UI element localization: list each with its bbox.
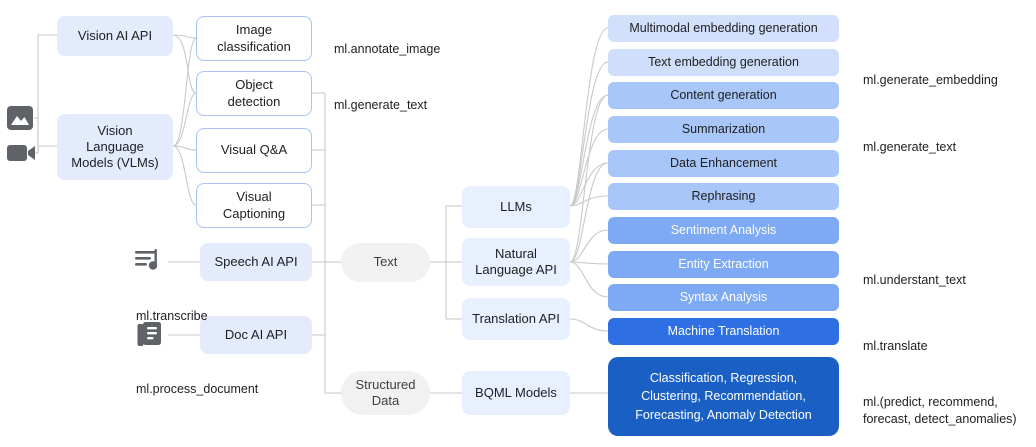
capability-summarization[interactable]: Summarization — [608, 116, 839, 143]
annotation-translate: ml.translate — [863, 320, 928, 355]
capability-multimodal-embedding-generation[interactable]: Multimodal embedding generation — [608, 15, 839, 42]
node-llms[interactable]: LLMs — [462, 186, 570, 228]
node-label: Translation API — [472, 310, 560, 326]
node-label: Natural Language API — [475, 245, 557, 277]
capability-label: Summarization — [681, 121, 766, 136]
capability-label: Syntax Analysis — [679, 289, 768, 304]
pill-structured-data[interactable]: Structured Data — [341, 371, 430, 415]
node-label: Vision Language Models (VLMs) — [71, 122, 159, 171]
annotation-annotate-image: ml.annotate_image — [334, 23, 440, 58]
node-label: Speech AI API — [214, 253, 298, 269]
node-image-classification[interactable]: Image classification — [196, 16, 312, 61]
node-label: LLMs — [500, 198, 532, 214]
image-icon — [6, 105, 34, 136]
node-label: Vision AI API — [77, 27, 153, 43]
annotation-generate-text-left: ml.generate_text — [334, 79, 427, 114]
capability-label: Classification, Regression, Clustering, … — [635, 371, 812, 422]
annotation-text: ml.generate_text — [863, 139, 957, 154]
annotation-text: ml.process_document — [136, 381, 259, 396]
audio-icon — [135, 248, 165, 279]
capability-label: Multimodal embedding generation — [629, 20, 818, 35]
node-doc-ai-api[interactable]: Doc AI API — [200, 316, 312, 354]
annotation-generate-text-right: ml.generate_text — [863, 121, 956, 156]
capability-label: Sentiment Analysis — [670, 222, 777, 237]
pill-text[interactable]: Text — [341, 243, 430, 282]
capability-content-generation[interactable]: Content generation — [608, 82, 839, 109]
pill-label: Structured Data — [355, 376, 416, 408]
annotation-process-document: ml.process_document — [136, 363, 258, 398]
capability-machine-translation[interactable]: Machine Translation — [608, 318, 839, 345]
capability-label: Data Enhancement — [669, 155, 777, 170]
annotation-generate-embedding: ml.generate_embedding — [863, 54, 998, 89]
node-object-detection[interactable]: Object detection — [196, 71, 312, 116]
video-icon — [6, 142, 36, 169]
node-natural-language-api[interactable]: Natural Language API — [462, 238, 570, 286]
capability-syntax-analysis[interactable]: Syntax Analysis — [608, 284, 839, 311]
node-label: Image classification — [217, 22, 291, 54]
capability-entity-extraction[interactable]: Entity Extraction — [608, 251, 839, 278]
node-label: Visual Q&A — [220, 142, 288, 158]
annotation-text: ml.translate — [863, 338, 928, 353]
annotation-bqml: ml.(predict, recommend, forecast, detect… — [863, 376, 1017, 429]
node-label: Doc AI API — [224, 326, 288, 342]
capability-label: Content generation — [670, 87, 777, 102]
node-label: Visual Captioning — [222, 189, 286, 221]
annotation-text: ml.annotate_image — [334, 41, 441, 56]
capability-bqml-capabilities[interactable]: Classification, Regression, Clustering, … — [608, 357, 839, 436]
node-speech-ai-api[interactable]: Speech AI API — [200, 243, 312, 281]
document-icon — [137, 321, 165, 354]
node-translation-api[interactable]: Translation API — [462, 298, 570, 340]
node-vision-ai-api[interactable]: Vision AI API — [57, 16, 173, 56]
annotation-transcribe: ml.transcribe — [136, 290, 208, 325]
node-label: BQML Models — [475, 384, 557, 400]
node-visual-qa[interactable]: Visual Q&A — [196, 128, 312, 173]
capability-text-embedding-generation[interactable]: Text embedding generation — [608, 49, 839, 76]
capability-data-enhancement[interactable]: Data Enhancement — [608, 150, 839, 177]
capability-rephrasing[interactable]: Rephrasing — [608, 183, 839, 210]
annotation-text: ml.transcribe — [136, 308, 208, 323]
capability-label: Rephrasing — [691, 188, 756, 203]
annotation-understant-text: ml.understant_text — [863, 254, 966, 289]
annotation-text: ml.generate_text — [334, 97, 428, 112]
capability-sentiment-analysis[interactable]: Sentiment Analysis — [608, 217, 839, 244]
node-label: Object detection — [227, 77, 281, 109]
capability-label: Text embedding generation — [648, 54, 799, 69]
annotation-text: ml.(predict, recommend, forecast, detect… — [863, 394, 1017, 427]
annotation-text: ml.understant_text — [863, 272, 966, 287]
annotation-text: ml.generate_embedding — [863, 72, 998, 87]
pill-label: Text — [373, 254, 398, 270]
node-vision-language-models[interactable]: Vision Language Models (VLMs) — [57, 114, 173, 180]
node-bqml-models[interactable]: BQML Models — [462, 371, 570, 415]
capability-label: Entity Extraction — [678, 256, 769, 271]
node-visual-captioning[interactable]: Visual Captioning — [196, 183, 312, 228]
capability-label: Machine Translation — [667, 323, 780, 338]
